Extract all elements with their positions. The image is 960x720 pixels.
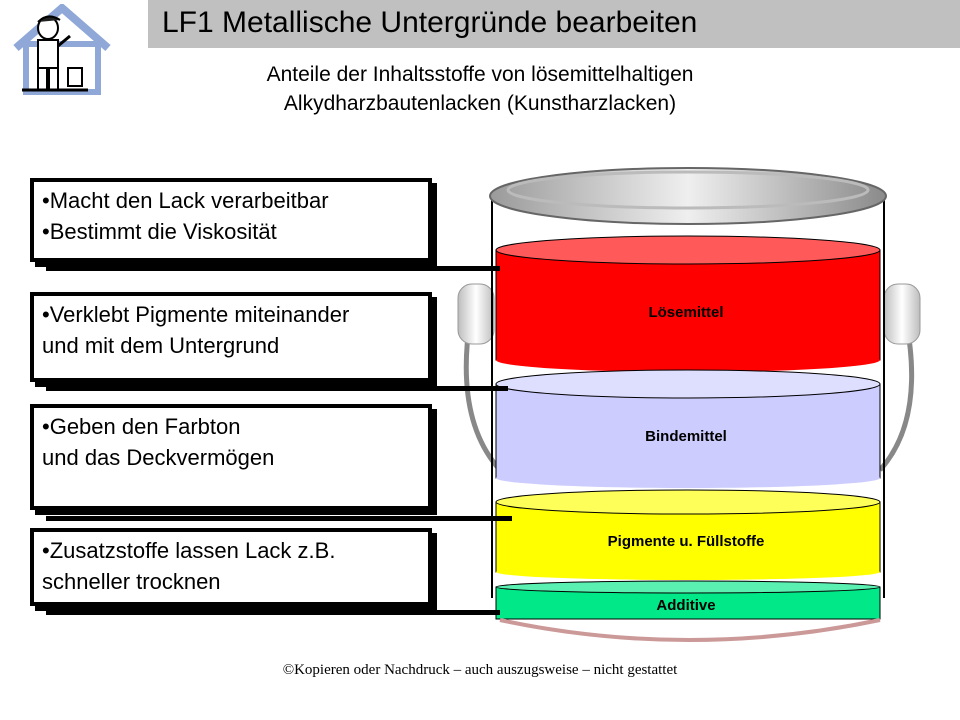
box-additive-function: •Zusatzstoffe lassen Lack z.B. schneller… [30, 528, 432, 606]
handle-grip-right [883, 283, 921, 345]
layer-bindemittel-top [495, 369, 881, 399]
layer-loesemittel-bottom [496, 348, 880, 372]
layer-label-additive: Additive [656, 597, 716, 614]
layer-bindemittel-body [495, 383, 881, 479]
layer-bindemittel [495, 369, 881, 488]
layer-pigmente [495, 489, 881, 580]
layer-loesemittel [495, 235, 881, 372]
connector-additive [46, 610, 500, 615]
box-line: •Bestimmt die Viskosität [42, 219, 277, 244]
can-lid [489, 167, 887, 225]
box-line: •Macht den Lack verarbeitbar [42, 188, 329, 213]
layer-additive-top [495, 580, 881, 594]
page-title: LF1 Metallische Untergründe bearbeiten [162, 6, 698, 39]
box-line: schneller trocknen [42, 569, 221, 594]
connector-bindemittel [46, 386, 508, 391]
layer-label-loesemittel: Lösemittel [648, 304, 724, 321]
layer-pigmente-bottom [496, 564, 880, 580]
subtitle-line-2: Alkydharzbautenlacken (Kunstharzlacken) [283, 92, 677, 115]
box-line: und mit dem Untergrund [42, 333, 280, 358]
box-line: •Verklebt Pigmente miteinander [42, 302, 350, 327]
layer-label-bindemittel: Bindemittel [645, 428, 727, 445]
painter-logo-icon [13, 4, 111, 95]
copyright-footer: ©Kopieren oder Nachdruck – auch auszugsw… [282, 662, 678, 678]
box-line: und das Deckvermögen [42, 445, 275, 470]
layer-label-pigmente: Pigmente u. Füllstoffe [607, 533, 765, 550]
connector-pigmente [46, 516, 512, 521]
layer-bindemittel-bottom [496, 468, 880, 488]
handle-grip-left [457, 283, 495, 345]
box-bindemittel-function: •Verklebt Pigmente miteinander und mit d… [30, 292, 432, 382]
box-line: •Geben den Farbton [42, 414, 241, 439]
can-lid-rim [506, 170, 870, 210]
box-pigmente-function: •Geben den Farbton und das Deckvermögen [30, 404, 432, 510]
title-bar: LF1 Metallische Untergründe bearbeiten [148, 0, 960, 48]
layer-loesemittel-body [495, 249, 881, 361]
box-line: •Zusatzstoffe lassen Lack z.B. [42, 538, 336, 563]
subtitle-line-1: Anteile der Inhaltsstoffe von lösemittel… [266, 63, 694, 86]
connector-loesemittel [46, 266, 500, 271]
layer-additive [495, 580, 881, 620]
layer-additive-body [495, 586, 881, 620]
box-loesemittel-function: •Macht den Lack verarbeitbar •Bestimmt d… [30, 178, 432, 262]
can-bottom-rim [499, 618, 881, 642]
subtitle: Anteile der Inhaltsstoffe von lösemittel… [150, 60, 810, 118]
layer-loesemittel-top [495, 235, 881, 265]
layer-pigmente-top [495, 489, 881, 515]
